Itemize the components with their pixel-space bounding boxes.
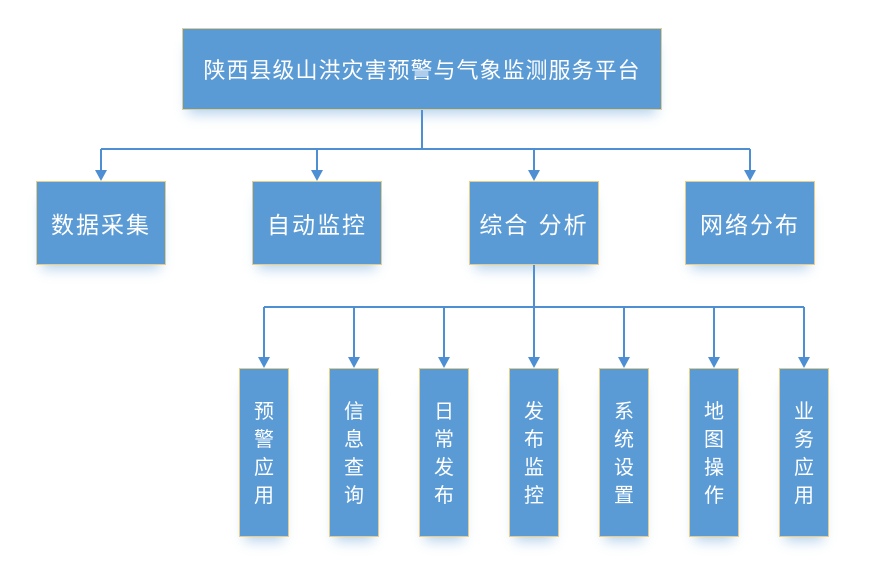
arrow-down-icon: [438, 357, 450, 368]
arrow-down-icon: [744, 170, 756, 181]
arrow-down-icon: [348, 357, 360, 368]
arrow-down-icon: [258, 357, 270, 368]
arrow-down-icon: [708, 357, 720, 368]
node-release-monitoring: 发 布 监 控: [509, 368, 559, 537]
node-daily-release: 日 常 发 布: [419, 368, 469, 537]
arrow-down-icon: [95, 170, 107, 181]
node-map-operation: 地 图 操 作: [689, 368, 739, 537]
node-system-settings: 系 统 设 置: [599, 368, 649, 537]
node-business-application: 业 务 应 用: [779, 368, 829, 537]
node-warning-application: 预 警 应 用: [239, 368, 289, 537]
node-data-collection: 数据采集: [36, 181, 166, 265]
arrow-down-icon: [798, 357, 810, 368]
arrow-down-icon: [528, 357, 540, 368]
arrow-down-icon: [618, 357, 630, 368]
node-information-query: 信 息 查 询: [329, 368, 379, 537]
arrowheads: [95, 170, 810, 368]
node-network-distribution: 网络分布: [685, 181, 815, 265]
arrow-down-icon: [528, 170, 540, 181]
node-comprehensive-analysis: 综合 分析: [469, 181, 599, 265]
node-platform-title: 陕西县级山洪灾害预警与气象监测服务平台: [182, 28, 662, 110]
arrow-down-icon: [311, 170, 323, 181]
node-auto-monitoring: 自动监控: [252, 181, 382, 265]
